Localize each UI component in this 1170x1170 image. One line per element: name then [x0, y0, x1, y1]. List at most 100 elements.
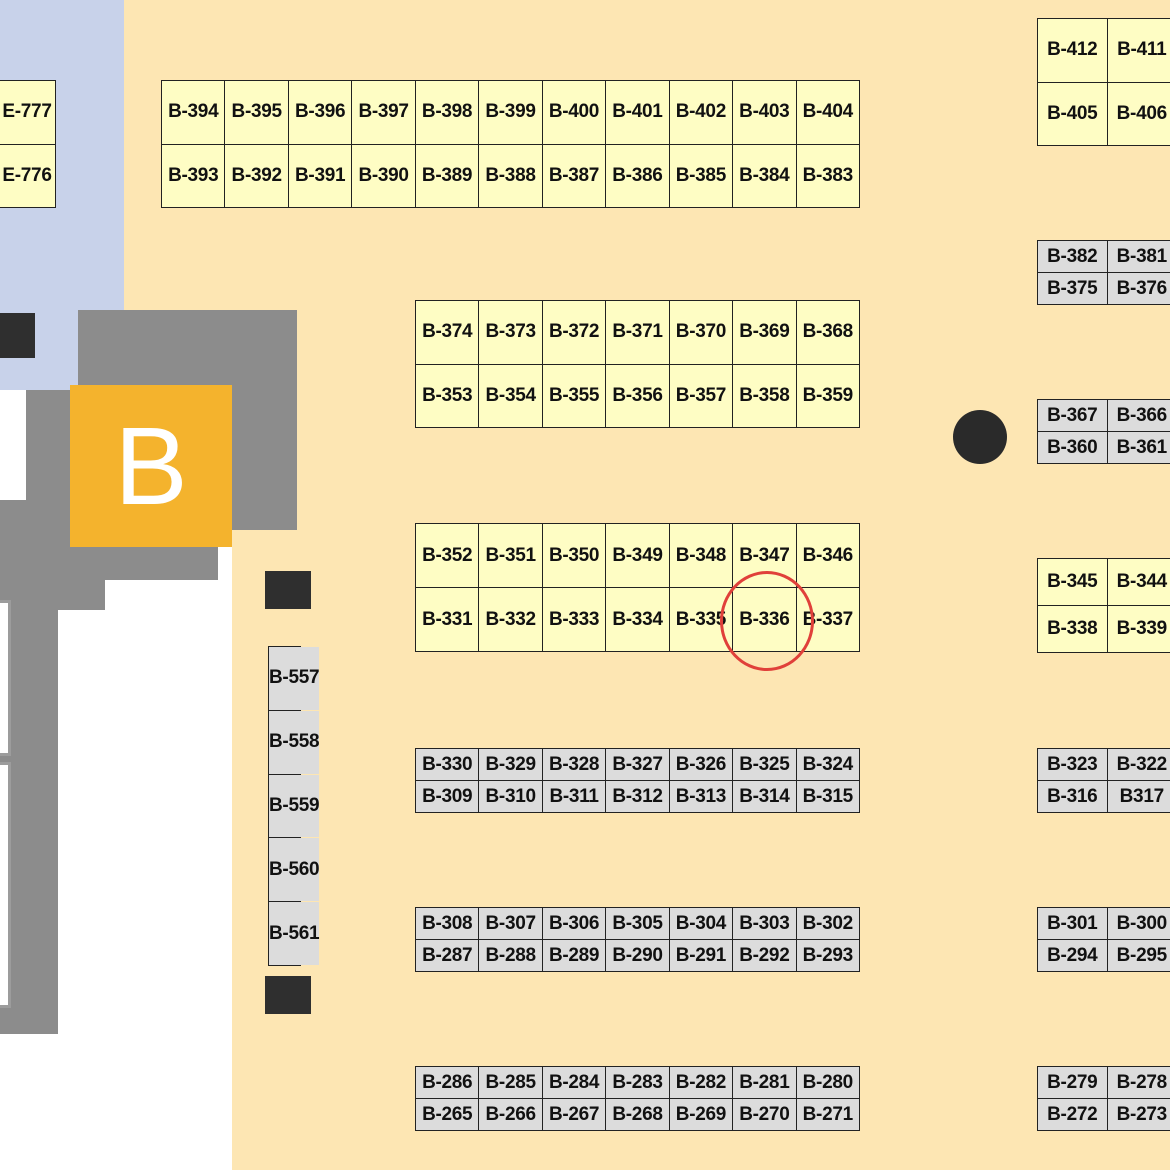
booth-b-376[interactable]: B-376 — [1107, 273, 1170, 304]
booth-b-267[interactable]: B-267 — [542, 1099, 606, 1130]
booth-b-339[interactable]: B-339 — [1107, 606, 1170, 652]
booth-b-283[interactable]: B-283 — [606, 1067, 669, 1098]
booth-b-558[interactable]: B-558 — [269, 710, 320, 774]
booth-b-280[interactable]: B-280 — [796, 1067, 859, 1098]
booth-b-301[interactable]: B-301 — [1038, 908, 1107, 939]
booth-b-346[interactable]: B-346 — [796, 524, 859, 587]
booth-b-355[interactable]: B-355 — [542, 364, 606, 427]
booth-b-281[interactable]: B-281 — [733, 1067, 796, 1098]
booth-b-372[interactable]: B-372 — [542, 301, 606, 364]
booth-b-361[interactable]: B-361 — [1107, 432, 1170, 463]
booth-b-345[interactable]: B-345 — [1038, 559, 1107, 605]
booth-b-312[interactable]: B-312 — [606, 781, 669, 812]
booth-b-305[interactable]: B-305 — [606, 908, 669, 939]
booth-b-358[interactable]: B-358 — [733, 364, 796, 427]
booth-b-388[interactable]: B-388 — [479, 144, 542, 207]
booth-b-561[interactable]: B-561 — [269, 902, 320, 965]
booth-b-308[interactable]: B-308 — [416, 908, 479, 939]
booth-b-351[interactable]: B-351 — [479, 524, 542, 587]
booth-e-777[interactable]: E-777 — [0, 81, 55, 144]
booth-b-381[interactable]: B-381 — [1107, 241, 1170, 272]
booth-b-375[interactable]: B-375 — [1038, 273, 1107, 304]
booth-b-557[interactable]: B-557 — [269, 647, 320, 710]
booth-b-316[interactable]: B-316 — [1038, 781, 1107, 812]
booth-b-286[interactable]: B-286 — [416, 1067, 479, 1098]
booth-b-292[interactable]: B-292 — [733, 940, 796, 971]
booth-b-326[interactable]: B-326 — [669, 749, 733, 780]
booth-b-322[interactable]: B-322 — [1107, 749, 1170, 780]
booth-b-400[interactable]: B-400 — [542, 81, 606, 144]
booth-b-315[interactable]: B-315 — [796, 781, 859, 812]
booth-b-334[interactable]: B-334 — [606, 588, 669, 651]
booth-b-325[interactable]: B-325 — [733, 749, 796, 780]
booth-b-302[interactable]: B-302 — [796, 908, 859, 939]
booth-b-392[interactable]: B-392 — [225, 144, 288, 207]
booth-b-368[interactable]: B-368 — [796, 301, 859, 364]
booth-b-313[interactable]: B-313 — [669, 781, 733, 812]
booth-b-311[interactable]: B-311 — [542, 781, 606, 812]
booth-b-384[interactable]: B-384 — [733, 144, 796, 207]
booth-b-290[interactable]: B-290 — [606, 940, 669, 971]
booth-b-323[interactable]: B-323 — [1038, 749, 1107, 780]
booth-b-288[interactable]: B-288 — [479, 940, 542, 971]
booth-b317[interactable]: B317 — [1107, 781, 1170, 812]
booth-b-357[interactable]: B-357 — [669, 364, 733, 427]
booth-b-278[interactable]: B-278 — [1107, 1067, 1170, 1098]
booth-b-287[interactable]: B-287 — [416, 940, 479, 971]
booth-b-367[interactable]: B-367 — [1038, 400, 1107, 431]
booth-b-350[interactable]: B-350 — [542, 524, 606, 587]
booth-b-324[interactable]: B-324 — [796, 749, 859, 780]
booth-e-776[interactable]: E-776 — [0, 144, 55, 207]
booth-b-284[interactable]: B-284 — [542, 1067, 606, 1098]
booth-b-383[interactable]: B-383 — [796, 144, 859, 207]
booth-b-373[interactable]: B-373 — [479, 301, 542, 364]
booth-b-385[interactable]: B-385 — [669, 144, 733, 207]
booth-b-356[interactable]: B-356 — [606, 364, 669, 427]
booth-b-314[interactable]: B-314 — [733, 781, 796, 812]
booth-b-332[interactable]: B-332 — [479, 588, 542, 651]
booth-b-404[interactable]: B-404 — [796, 81, 859, 144]
booth-b-386[interactable]: B-386 — [606, 144, 669, 207]
booth-b-398[interactable]: B-398 — [415, 81, 479, 144]
booth-b-309[interactable]: B-309 — [416, 781, 479, 812]
booth-b-353[interactable]: B-353 — [416, 364, 479, 427]
booth-b-285[interactable]: B-285 — [479, 1067, 542, 1098]
booth-b-266[interactable]: B-266 — [479, 1099, 542, 1130]
booth-b-307[interactable]: B-307 — [479, 908, 542, 939]
booth-b-412[interactable]: B-412 — [1038, 19, 1107, 82]
booth-b-282[interactable]: B-282 — [669, 1067, 733, 1098]
booth-b-338[interactable]: B-338 — [1038, 606, 1107, 652]
booth-b-405[interactable]: B-405 — [1038, 82, 1107, 145]
booth-b-393[interactable]: B-393 — [162, 144, 225, 207]
booth-b-382[interactable]: B-382 — [1038, 241, 1107, 272]
booth-b-328[interactable]: B-328 — [542, 749, 606, 780]
booth-b-291[interactable]: B-291 — [669, 940, 733, 971]
booth-b-352[interactable]: B-352 — [416, 524, 479, 587]
booth-b-333[interactable]: B-333 — [542, 588, 606, 651]
booth-b-273[interactable]: B-273 — [1107, 1099, 1170, 1130]
booth-b-329[interactable]: B-329 — [479, 749, 542, 780]
booth-b-349[interactable]: B-349 — [606, 524, 669, 587]
booth-b-289[interactable]: B-289 — [542, 940, 606, 971]
booth-b-394[interactable]: B-394 — [162, 81, 225, 144]
booth-b-374[interactable]: B-374 — [416, 301, 479, 364]
booth-b-310[interactable]: B-310 — [479, 781, 542, 812]
booth-b-279[interactable]: B-279 — [1038, 1067, 1107, 1098]
booth-b-389[interactable]: B-389 — [415, 144, 479, 207]
booth-b-366[interactable]: B-366 — [1107, 400, 1170, 431]
booth-b-272[interactable]: B-272 — [1038, 1099, 1107, 1130]
booth-b-395[interactable]: B-395 — [225, 81, 288, 144]
booth-b-304[interactable]: B-304 — [669, 908, 733, 939]
booth-b-268[interactable]: B-268 — [606, 1099, 669, 1130]
booth-b-348[interactable]: B-348 — [669, 524, 733, 587]
booth-b-359[interactable]: B-359 — [796, 364, 859, 427]
booth-b-402[interactable]: B-402 — [669, 81, 733, 144]
booth-b-293[interactable]: B-293 — [796, 940, 859, 971]
booth-b-370[interactable]: B-370 — [669, 301, 733, 364]
booth-b-294[interactable]: B-294 — [1038, 940, 1107, 971]
booth-b-396[interactable]: B-396 — [288, 81, 352, 144]
booth-b-397[interactable]: B-397 — [352, 81, 415, 144]
booth-b-560[interactable]: B-560 — [269, 838, 320, 902]
booth-b-295[interactable]: B-295 — [1107, 940, 1170, 971]
booth-b-360[interactable]: B-360 — [1038, 432, 1107, 463]
